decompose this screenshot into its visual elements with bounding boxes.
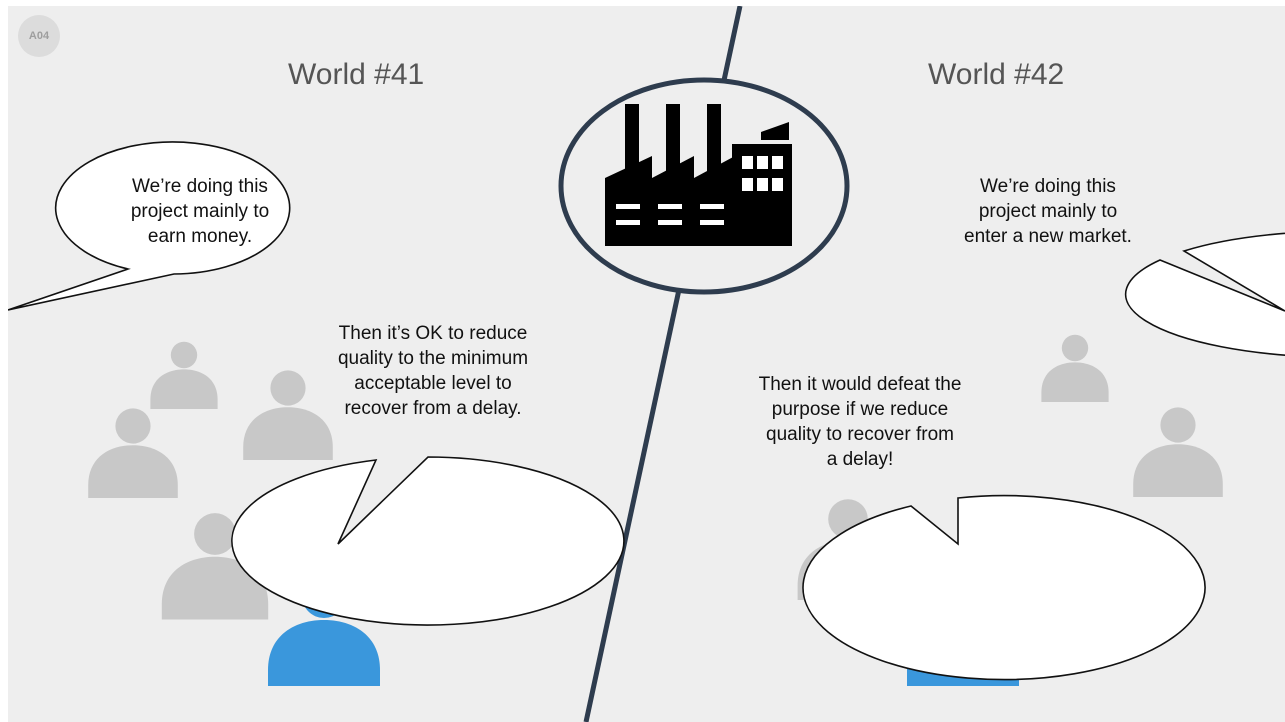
left-response-text: Then it’s OK to reduce quality to the mi… [337,323,529,419]
left-response-bubble [231,456,625,626]
factory-icon [605,104,792,246]
left-statement-text: We’re doing this project mainly to earn … [130,176,270,247]
right-response-text: Then it would defeat the purpose if we r… [758,374,962,470]
left-world-title: World #41 [288,58,425,91]
person-icon [150,341,218,409]
right-statement-bubble [1124,232,1285,356]
person-icon [1133,407,1223,497]
left-statement-bubble [8,141,291,311]
right-statement-text: We’re doing this project mainly to enter… [964,176,1132,247]
right-response-bubble [802,494,1206,681]
factory-emblem [558,77,850,295]
right-world-title: World #42 [928,58,1065,91]
slide-id-badge: A04 [18,15,60,57]
scene [8,6,1285,722]
person-icon [88,408,178,498]
slide: A04 World #41 World #42 We’re doing this… [8,6,1285,722]
person-icon [1041,334,1109,402]
